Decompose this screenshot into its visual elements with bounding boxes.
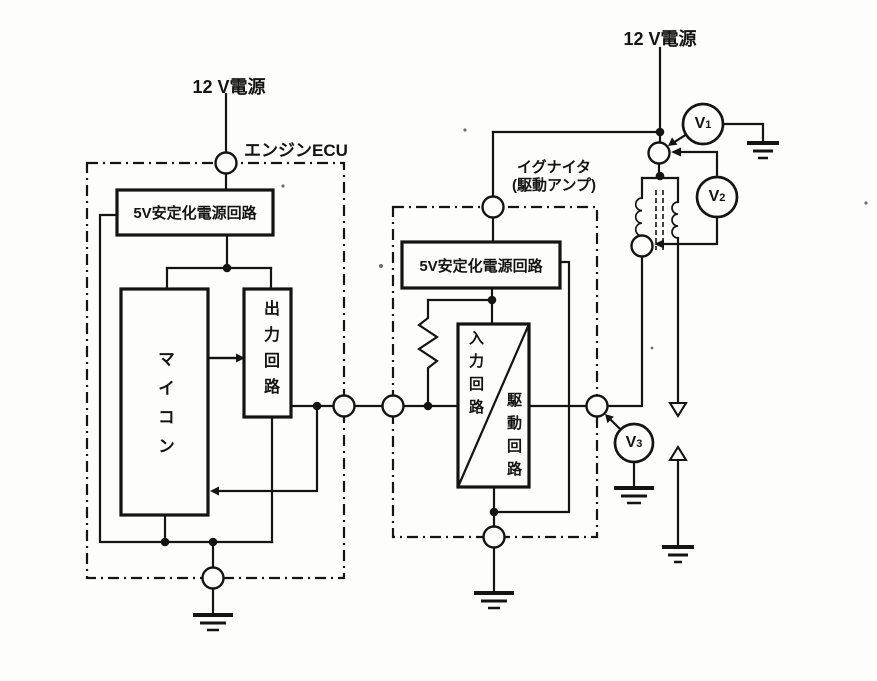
output-circuit-label: 出力回路 <box>261 300 278 404</box>
input-drive-box <box>456 322 531 489</box>
microcomputer-box <box>119 287 210 517</box>
igniter-label-line1: イグナイタ <box>516 159 592 176</box>
power-supply-label-right: 12 V電源 <box>623 29 697 49</box>
igniter-wires <box>426 130 588 593</box>
ground-icon-v3 <box>614 486 654 505</box>
resistor-icon <box>417 298 439 408</box>
voltmeter-v1-icon <box>681 102 725 146</box>
microcomputer-label: マイコン <box>155 350 174 466</box>
regulator-box-ecu <box>115 188 275 237</box>
output-circuit-box <box>242 287 293 419</box>
ground-icon-spark <box>662 545 694 564</box>
ground-icon-ecu <box>193 613 233 632</box>
voltmeter-v2-icon <box>695 175 739 219</box>
v3-sub: 3 <box>636 438 643 450</box>
ground-icon-v1 <box>747 141 779 160</box>
igniter-label-line2: (駆動アンプ) <box>512 177 596 194</box>
ecu-boundary-box <box>85 161 346 580</box>
v1-base: V <box>694 115 706 132</box>
input-circuit-label: 入力回路 <box>467 330 484 422</box>
engine-ecu-label: エンジンECU <box>244 141 348 160</box>
regulator-label-igniter: 5V安定化電源回路 <box>419 257 543 275</box>
regulator-label-ecu: 5V安定化電源回路 <box>133 205 257 222</box>
drive-circuit-label: 駆動回路 <box>505 392 522 484</box>
terminal-circles <box>201 141 671 590</box>
v2-sub: 2 <box>719 192 726 204</box>
igniter-label: イグナイタ (駆動アンプ) <box>494 159 614 195</box>
v1-sub: 1 <box>705 119 712 131</box>
ground-icon-igniter <box>474 591 514 610</box>
v3-base: V <box>625 434 637 451</box>
supply-wires <box>491 46 662 408</box>
spark-gap-icon <box>668 401 688 547</box>
v2-base: V <box>708 188 720 205</box>
power-supply-label-left: 12 V電源 <box>192 77 266 97</box>
junction-dots <box>160 127 665 547</box>
scan-specks <box>281 128 868 350</box>
probe-arrows <box>206 122 765 496</box>
regulator-box-igniter <box>400 240 562 290</box>
